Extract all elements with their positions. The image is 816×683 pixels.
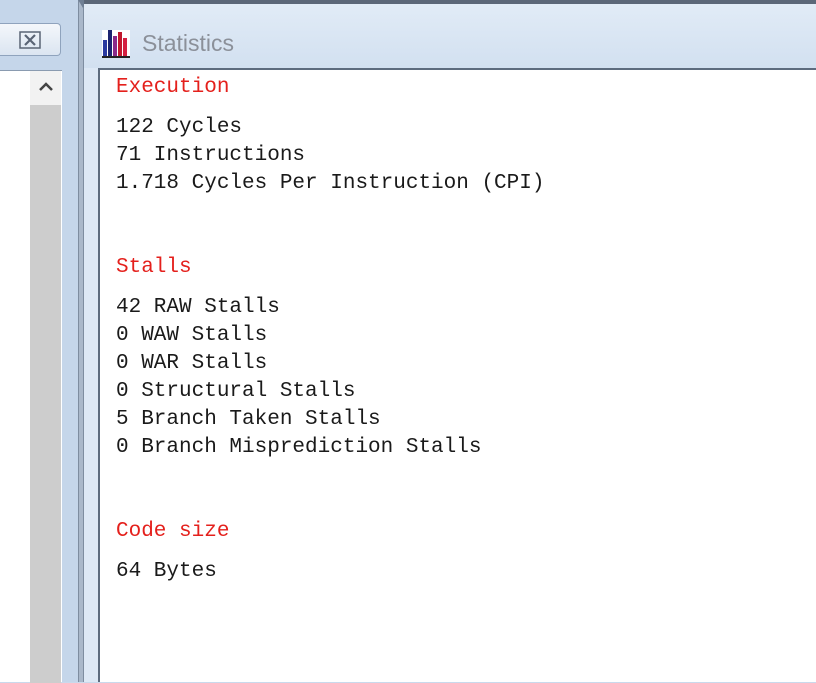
stat-line: 42 RAW Stalls xyxy=(116,296,280,319)
stat-line: 0 WAW Stalls xyxy=(116,324,268,347)
stat-line: 1.718 Cycles Per Instruction (CPI) xyxy=(116,172,545,195)
scroll-up-button[interactable] xyxy=(30,71,61,105)
stat-line: 122 Cycles xyxy=(116,116,243,139)
scrollbar-thumb[interactable] xyxy=(30,105,61,683)
pane-splitter[interactable] xyxy=(77,0,89,682)
statistics-window: Statistics Execution 122 Cycles 71 Instr… xyxy=(84,0,816,682)
left-list-pane[interactable] xyxy=(0,70,62,683)
splitter-grip-icon xyxy=(77,0,89,8)
chevron-up-icon xyxy=(38,79,54,97)
title-bar-border xyxy=(84,0,816,4)
section-heading-stalls: Stalls xyxy=(116,256,192,279)
stat-line: 71 Instructions xyxy=(116,144,306,167)
left-panel xyxy=(0,0,78,683)
section-heading-code-size: Code size xyxy=(116,520,230,543)
stat-line: 0 WAR Stalls xyxy=(116,352,268,375)
stat-line: 64 Bytes xyxy=(116,560,217,583)
section-heading-execution: Execution xyxy=(116,76,230,99)
close-icon xyxy=(19,30,41,49)
stat-line: 0 Structural Stalls xyxy=(116,380,356,403)
stat-line: 5 Branch Taken Stalls xyxy=(116,408,381,431)
window-title: Statistics xyxy=(142,30,235,56)
title-bar[interactable]: Statistics xyxy=(84,0,816,68)
close-button[interactable] xyxy=(0,23,61,56)
bar-chart-icon xyxy=(102,26,130,58)
stat-line: 0 Branch Misprediction Stalls xyxy=(116,436,482,459)
statistics-content: Execution 122 Cycles 71 Instructions 1.7… xyxy=(98,68,816,682)
